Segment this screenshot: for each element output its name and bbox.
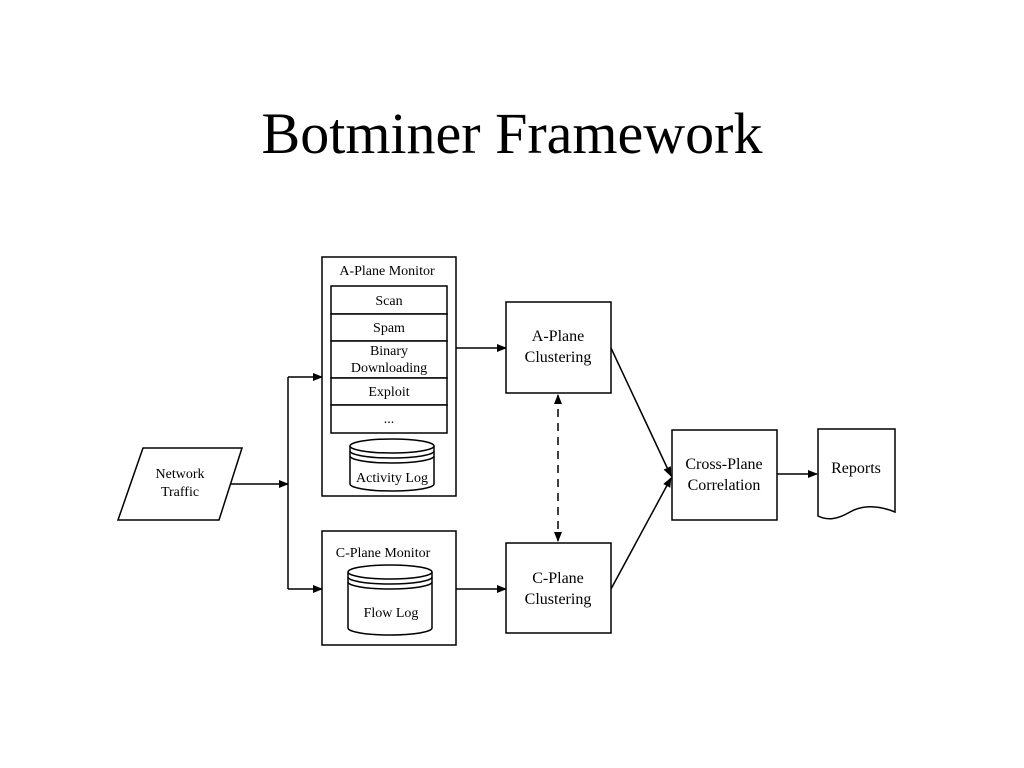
c-plane-monitor: C-Plane Monitor Flow Log (321, 530, 457, 646)
row-spam (330, 313, 448, 342)
activity-log-database-icon: Activity Log (349, 438, 435, 492)
row-exploit (330, 377, 448, 406)
a-plane-clustering: A-Plane Clustering (505, 301, 612, 394)
a-plane-monitor-title: A-Plane Monitor (339, 264, 435, 279)
row-downloading-label: Downloading (351, 361, 427, 376)
edge-c-clustering-to-correlation (610, 477, 672, 590)
edge-a-clustering-to-correlation (610, 347, 672, 477)
flow-log-database-icon: Flow Log (347, 564, 433, 636)
row-more (330, 404, 448, 434)
activity-log-label: Activity Log (356, 471, 428, 486)
c-plane-monitor-title: C-Plane Monitor (336, 546, 431, 561)
reports-label: Reports (831, 460, 881, 477)
row-spam-label: Spam (373, 321, 405, 336)
row-scan (330, 285, 448, 315)
c-plane-clustering: C-Plane Clustering (505, 542, 612, 634)
a-plane-clustering-label-1: A-Plane (532, 328, 584, 345)
slide-title: Botminer Framework (261, 101, 763, 166)
row-binary-label: Binary (370, 344, 408, 359)
a-plane-clustering-label-2: Clustering (525, 349, 592, 366)
a-plane-monitor: A-Plane Monitor Scan Spam Binary Downloa… (321, 256, 457, 497)
c-plane-clustering-label-2: Clustering (525, 591, 592, 608)
network-traffic-label-2: Traffic (161, 485, 199, 500)
network-traffic-node: Network Traffic (116, 447, 244, 521)
row-exploit-label: Exploit (368, 385, 409, 400)
row-more-label: ... (384, 412, 395, 427)
row-scan-label: Scan (375, 294, 402, 309)
flow-log-label: Flow Log (364, 606, 419, 621)
cross-plane-label-1: Cross-Plane (685, 456, 762, 473)
cross-plane-correlation: Cross-Plane Correlation (671, 429, 778, 521)
reports-document-icon: Reports (817, 428, 896, 520)
c-plane-clustering-label-1: C-Plane (532, 570, 584, 587)
network-traffic-label-1: Network (156, 467, 205, 482)
cross-plane-label-2: Correlation (688, 477, 761, 494)
